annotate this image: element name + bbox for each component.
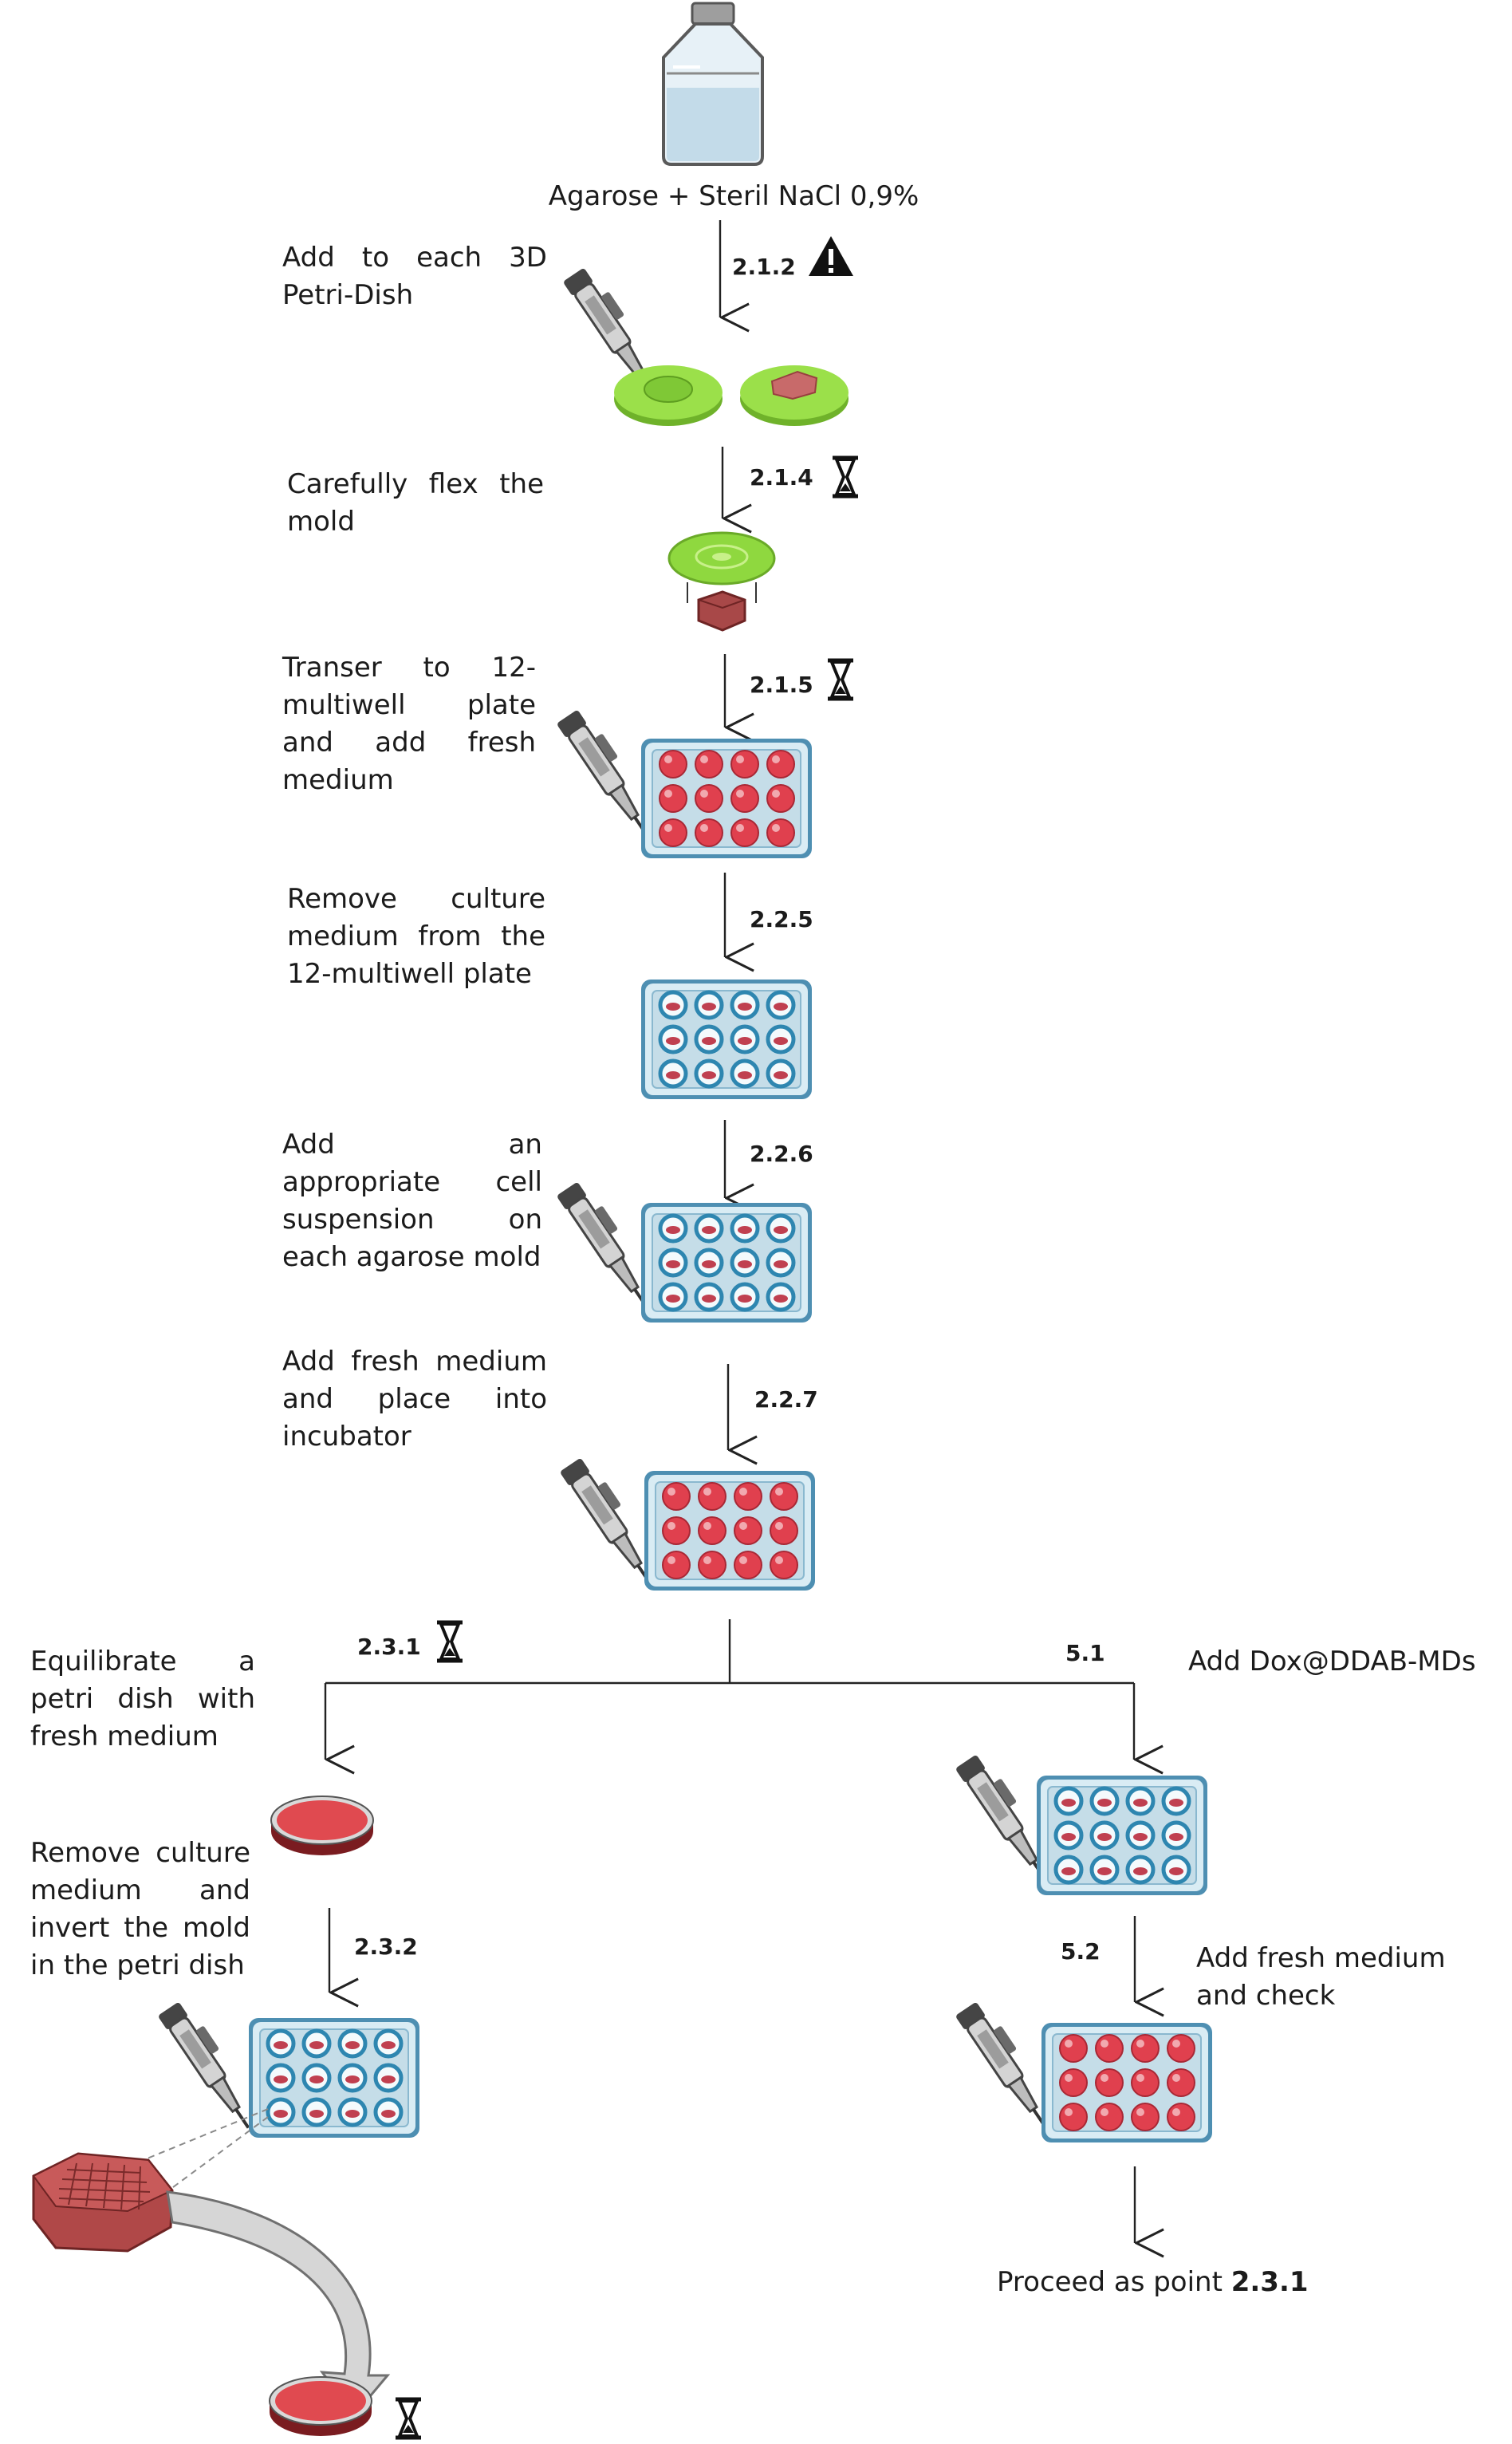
stock-label: Agarose + Steril NaCl 0,9% [549,180,919,212]
warning-triangle-icon [809,236,853,276]
inversion-arrow [166,2190,391,2418]
instruction-add-fresh-check: Add fresh medium and check [1196,1942,1446,2012]
agarose-mold-icon [614,365,723,426]
main-flow-arrows [324,220,1135,2243]
instruction-remove-medium: Remove culture medium from the 12-multiw… [287,883,545,990]
multiwell-plate-icon [644,1470,816,1591]
instruction-transfer: Transer to 12-multiwell plate and add fr… [282,652,536,796]
instruction-add-to-dish: Add to each 3D Petri-Dish [282,242,547,311]
agarose-mold-icon [667,531,776,632]
instruction-flex-mold: Carefully flex the mold [287,468,544,538]
multiwell-plate-icon [1037,1776,1207,1895]
proceed-label: Proceed as point 2.3.1 [997,2264,1396,2301]
step-215: 2.1.5 [750,672,813,698]
hourglass-icon [833,458,858,496]
instruction-equilibrate: Equilibrate a petri dish with fresh medi… [30,1646,255,1752]
hourglass-icon [828,660,853,699]
petri-dish-icon [269,2376,372,2437]
multiwell-plate-icon [1041,2022,1213,2143]
step-231: 2.3.1 [357,1634,421,1660]
step-52: 5.2 [1061,1938,1101,1965]
instruction-add-fresh-incubate: Add fresh medium and place into incubato… [282,1346,547,1453]
step-232: 2.3.2 [354,1934,418,1960]
agarose-mold-icon [740,365,849,426]
proceed-prefix: Proceed as point [997,2266,1231,2298]
multiwell-plate-icon [641,1203,812,1323]
step-214: 2.1.4 [750,464,813,491]
proceed-ref: 2.3.1 [1230,2266,1309,2298]
step-212: 2.1.2 [732,254,796,280]
petri-dish-icon [270,1796,374,1856]
multiwell-plate-icon [640,738,813,859]
instruction-remove-invert: Remove culture medium and invert the mol… [30,1837,250,1981]
instruction-add-dox: Add Dox@DDAB-MDs [1188,1646,1476,1677]
multiwell-plate-icon [249,2018,419,2138]
step-225: 2.2.5 [750,906,813,932]
step-51: 5.1 [1065,1640,1105,1666]
instruction-add-cells: Add an appropriate cell suspension on ea… [282,1129,542,1273]
bottle-icon [662,2,764,166]
hourglass-icon [396,2399,421,2438]
step-226: 2.2.6 [750,1141,813,1167]
multiwell-plate-icon [641,980,812,1099]
agarose-mold-icon [32,2152,174,2253]
hourglass-icon [437,1622,463,1661]
inversion-guide-lines [135,2108,269,2204]
step-227: 2.2.7 [754,1386,818,1413]
